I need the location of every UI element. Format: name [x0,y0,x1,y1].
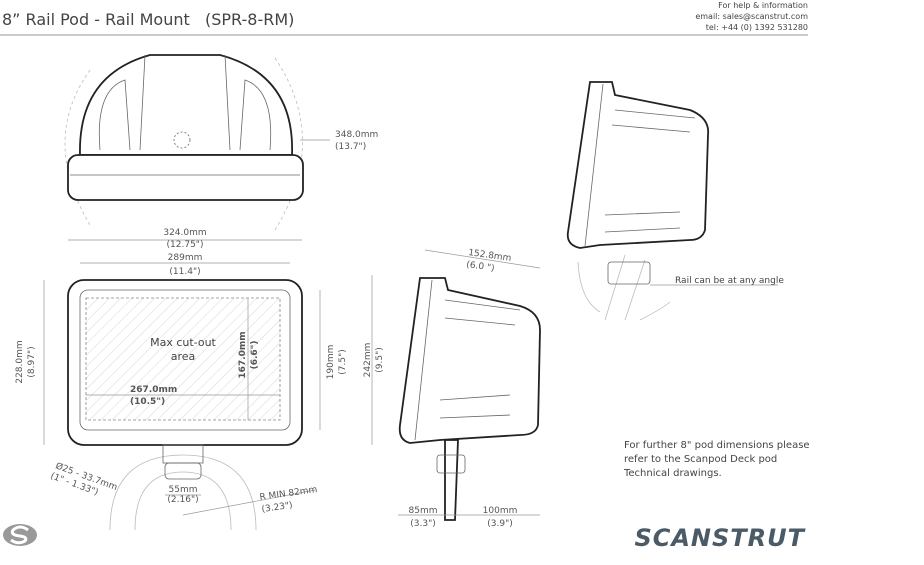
clamp-mm: 55mm [169,485,198,495]
scanstrut-s-logo [3,524,37,546]
front-in: (3.3") [410,519,435,529]
footnote: For further 8" pod dimensions please ref… [623,440,810,479]
help-phone: tel: +44 (0) 1392 531280 [706,23,808,32]
radius-in: (3.23") [261,501,293,515]
cutout-h-in: (6.6") [250,341,260,370]
height-outer-mm: 228.0mm [15,340,25,383]
cutout-label-1: Max cut-out [150,336,216,349]
clamp-in: (2.16") [167,495,198,505]
footnote-line: refer to the Scanpod Deck pod [624,454,777,465]
width-inner-mm: 289mm [168,253,203,263]
help-email: email: sales@scanstrut.com [695,12,808,21]
footnote-line: Technical drawings. [623,468,722,479]
angle-view: Rail can be at any angle [566,81,784,321]
page-title: 8” Rail Pod - Rail Mount [2,10,190,29]
cutout-label-2: area [171,350,196,363]
help-info: For help & information email: sales@scan… [695,1,808,32]
height-inner-mm: 190mm [326,345,336,380]
top-view: 348.0mm (13.7") [64,54,378,231]
front-mm: 85mm [409,506,438,516]
top-depth-in: (13.7") [335,142,366,152]
top-depth-mm: 348.0mm [335,130,378,140]
rear-in: (3.9") [487,519,512,529]
footnote-line: For further 8" pod dimensions please [624,440,810,451]
cutout-w-in: (10.5") [130,397,165,407]
side-depth-in: (6.0 ") [466,260,495,274]
cutout-w-mm: 267.0mm [130,385,177,395]
height-outer-in: (8.97") [27,346,37,377]
width-outer-in: (12.75") [167,240,204,250]
front-view: 324.0mm (12.75") 289mm (11.4") Max cut-o… [15,228,348,531]
rail-angle-note: Rail can be at any angle [675,276,784,286]
rear-mm: 100mm [483,506,518,516]
width-inner-in: (11.4") [169,267,200,277]
brand-logo: SCANSTRUT [634,524,805,552]
side-height-mm: 242mm [363,343,373,378]
cutout-h-mm: 167.0mm [238,331,248,378]
side-view: 152.8mm (6.0 ") 242mm (9.5") 85mm (3.3")… [363,248,541,529]
height-inner-in: (7.5") [338,349,348,374]
width-outer-mm: 324.0mm [163,228,206,238]
side-height-in: (9.5") [375,347,385,372]
part-number: (SPR-8-RM) [205,10,294,29]
help-line: For help & information [718,1,808,10]
